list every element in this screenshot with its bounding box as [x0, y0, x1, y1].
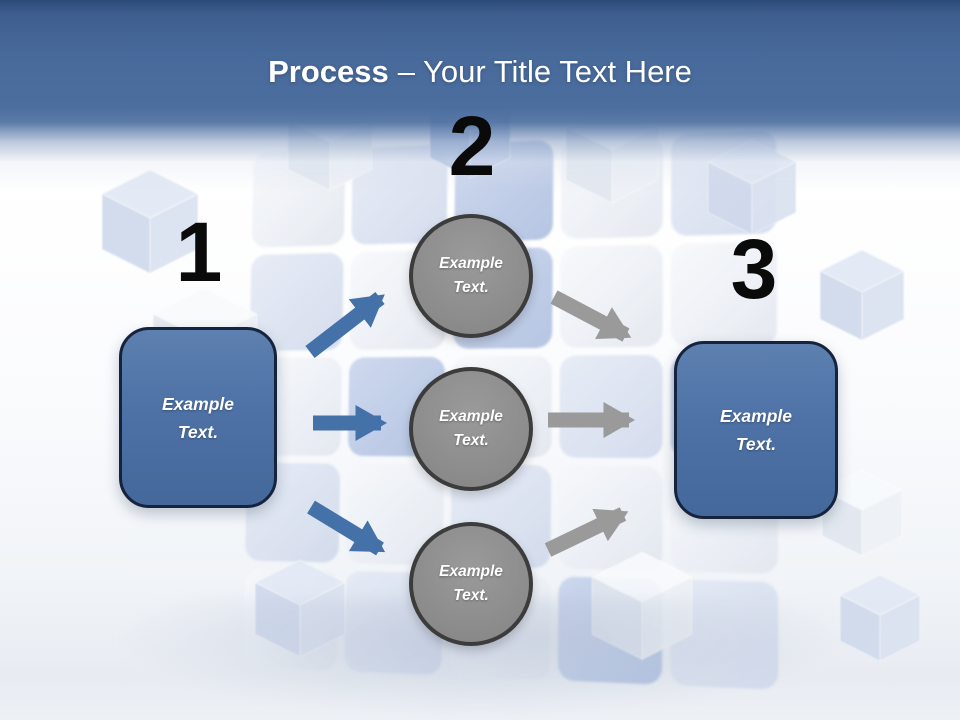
process-circle-3: Example Text.	[409, 522, 533, 646]
slide-title: Process– Your Title Text Here	[0, 54, 960, 90]
right-process-box: Example Text.	[674, 341, 838, 519]
cube-face	[101, 193, 151, 275]
process-circle-2: Example Text.	[409, 367, 533, 491]
cube-face	[861, 270, 905, 342]
step-number-2: 2	[448, 99, 496, 193]
cube-tile	[559, 354, 663, 459]
process-circle-1-label: Example Text.	[439, 254, 503, 296]
cube-face	[861, 489, 903, 557]
cube-tile	[558, 465, 663, 571]
step-number-1: 1	[175, 205, 223, 299]
cube-tile	[560, 244, 663, 348]
title-rest: – Your Title Text Here	[397, 54, 692, 89]
cube-face	[838, 574, 922, 616]
process-circle-1: Example Text.	[409, 214, 533, 338]
process-circle-2-label: Example Text.	[439, 407, 503, 449]
left-process-box: Example Text.	[119, 327, 277, 508]
cube-face	[818, 249, 906, 293]
process-circle-3-label: Example Text.	[439, 562, 503, 604]
title-emphasis: Process	[268, 54, 389, 89]
right-process-box-label: Example Text.	[720, 406, 792, 454]
cube-face	[879, 594, 921, 662]
step-number-3: 3	[730, 222, 778, 316]
cube-face	[819, 270, 863, 342]
left-process-box-label: Example Text.	[162, 393, 234, 442]
